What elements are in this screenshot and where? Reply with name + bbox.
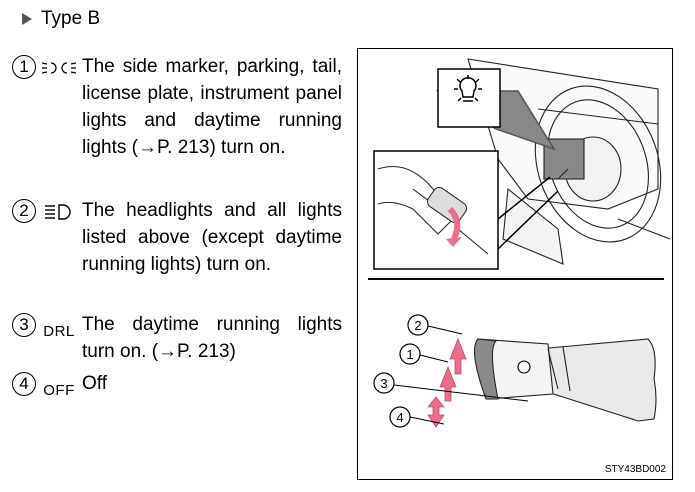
- item-description-3: The daytime running lights turn on. (→P.…: [82, 314, 342, 362]
- rotate-arrow-icon: [447, 206, 461, 241]
- callout-circle-1: [399, 343, 421, 365]
- list-item-4: 4 OFF Off: [12, 372, 342, 402]
- section-heading-label: Type B: [41, 8, 101, 29]
- illustration-svg: 2 1 3 4: [368, 58, 671, 428]
- illustration-figure: 2 1 3 4 STY43BD002: [357, 48, 673, 480]
- item-number-1: 1: [12, 55, 36, 79]
- callout-circle-2: [407, 314, 429, 336]
- item-number-3: 3: [12, 313, 36, 337]
- callout-label-2: 2: [414, 318, 421, 333]
- item-description-1: The side marker, parking, tail, license …: [82, 56, 342, 158]
- callout-circle-4: [389, 406, 411, 428]
- light-icon-callout: [435, 68, 556, 151]
- drl-symbol: DRL: [43, 322, 75, 340]
- list-item-2: 2 The headlights and all lights listed a…: [12, 199, 342, 278]
- lever-stalk-illustration: [473, 338, 657, 422]
- item-number-2: 2: [12, 199, 36, 223]
- callout-label-3: 3: [380, 376, 387, 391]
- arrow-up-1: [439, 365, 457, 402]
- parking-lights-icon: [36, 56, 82, 80]
- off-symbol: OFF: [43, 381, 75, 399]
- callout-label-1: 1: [406, 347, 413, 362]
- arrow-updown-3-4: [427, 396, 445, 428]
- callout-circle-3: [373, 372, 395, 394]
- callout-circles: [373, 314, 429, 428]
- section-heading: Type B: [22, 8, 100, 30]
- list-item-1: 1 The side marker, parking, tail, licens…: [12, 55, 342, 161]
- callout-label-4: 4: [396, 410, 403, 425]
- light-bulb-icon: [454, 75, 482, 102]
- arrow-up-2: [449, 337, 467, 375]
- list-item-3: 3 DRL The daytime running lights turn on…: [12, 313, 342, 365]
- item-description-4: Off: [82, 373, 107, 394]
- triangle-bullet-icon: [22, 13, 32, 25]
- figure-code: STY43BD002: [604, 464, 666, 475]
- item-number-4: 4: [12, 372, 36, 396]
- position-arrows: [427, 337, 467, 428]
- headlight-icon: [36, 200, 82, 224]
- item-description-2: The headlights and all lights listed abo…: [82, 200, 342, 275]
